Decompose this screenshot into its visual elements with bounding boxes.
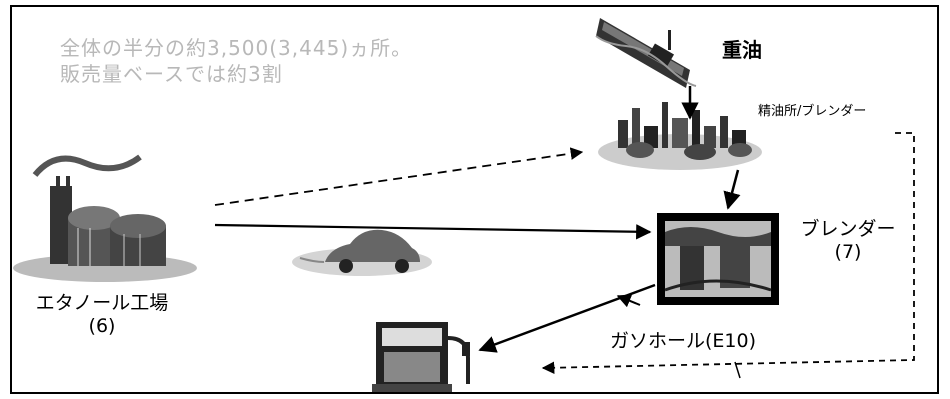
blender-count: (7) bbox=[834, 241, 862, 263]
refinery-icon bbox=[598, 102, 762, 170]
heavy-oil-label: 重油 bbox=[722, 38, 762, 62]
share-note-line1: 全体の半分の約3,500(3,445)ヵ所。 bbox=[60, 36, 413, 60]
ethanol-plant-label: エタノール工場 (6) bbox=[20, 288, 184, 337]
blender-name: ブレンダー bbox=[800, 218, 896, 240]
tanker-ship-icon bbox=[595, 18, 697, 88]
ethanol-plant-icon bbox=[13, 154, 197, 282]
ethanol-plant-name: エタノール工場 bbox=[35, 292, 169, 314]
arrow-refinery-to-blender bbox=[723, 169, 741, 210]
share-note: 全体の半分の約3,500(3,445)ヵ所。 販売量ベースでは約3割 bbox=[60, 35, 412, 87]
share-note-line2: 販売量ベースでは約3割 bbox=[60, 62, 283, 86]
arrow-small-tick bbox=[616, 294, 641, 308]
refinery-label: 精油所/ブレンダー bbox=[758, 104, 867, 119]
gas-pump-icon bbox=[372, 322, 470, 392]
arrow-refinery-to-pump-dashed bbox=[541, 132, 915, 375]
arrow-plant-to-blender bbox=[214, 223, 652, 240]
diagram-frame bbox=[10, 5, 939, 394]
gasohol-label: ガソホール(E10) bbox=[610, 330, 757, 352]
ethanol-plant-count: (6) bbox=[88, 315, 116, 337]
arrow-small-tick-dashed bbox=[734, 361, 741, 379]
blender-label: ブレンダー (7) bbox=[790, 214, 906, 263]
arrow-plant-to-refinery-dashed bbox=[214, 147, 584, 206]
blender-picture-icon bbox=[657, 213, 779, 305]
car-icon bbox=[292, 229, 432, 276]
